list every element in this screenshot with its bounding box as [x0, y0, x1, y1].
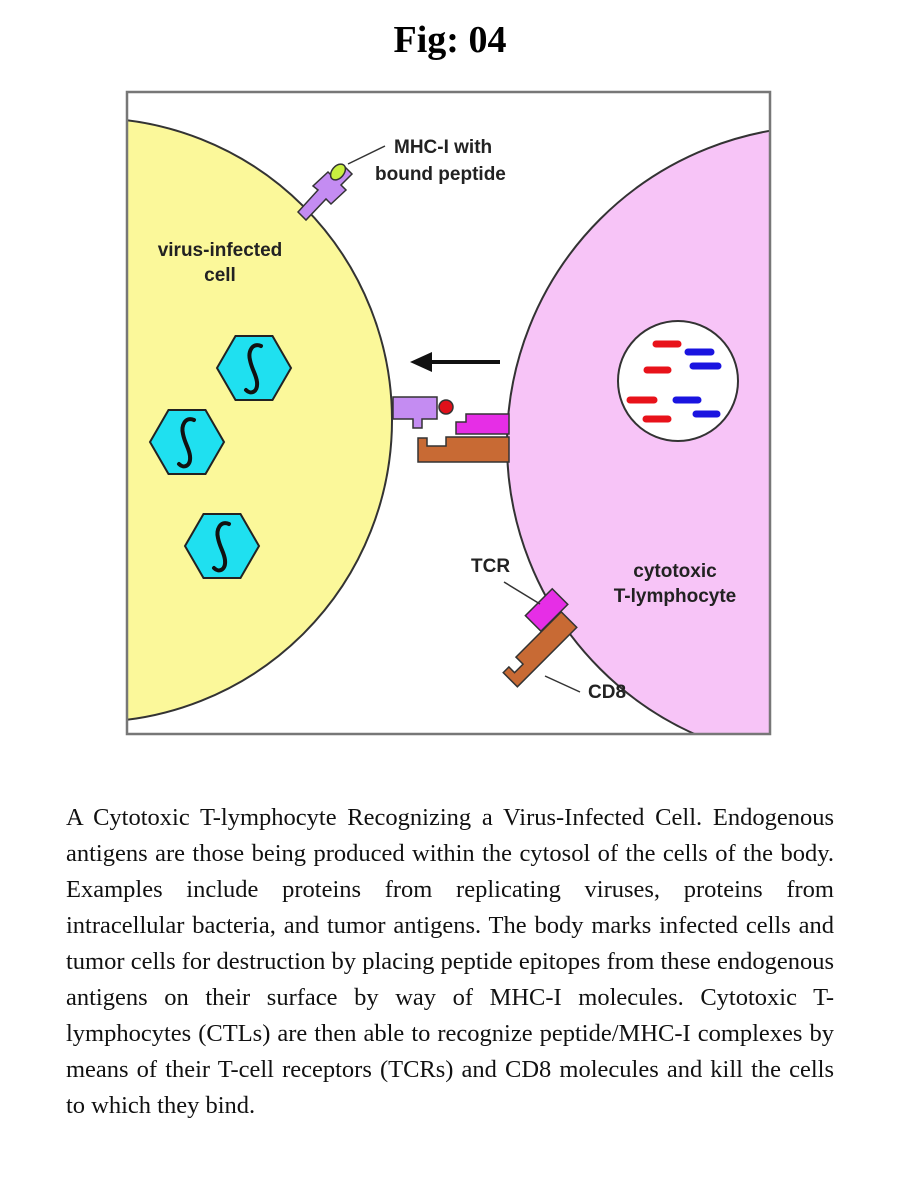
- mhc-label-line1: MHC-I with: [394, 137, 492, 158]
- cd8-label: CD8: [588, 682, 626, 703]
- diagram: MHC-I with bound peptide virus-infected …: [125, 90, 772, 736]
- tcr-label: TCR: [471, 556, 510, 577]
- virus-cell-label-line1: virus-infected: [158, 240, 283, 261]
- cd8-coreceptor-lower: [502, 610, 578, 688]
- diagram-border: [125, 90, 772, 736]
- cd8-coreceptor-center: [417, 436, 510, 463]
- mhc-label-line2: bound peptide: [375, 164, 506, 185]
- tcr-label-pointer: [503, 581, 541, 605]
- ctl-nucleus: [617, 320, 739, 442]
- mhc-i-surface-molecule: [296, 163, 354, 222]
- mhc-i-peptide-complex: [392, 396, 454, 429]
- ctl-label-line2: T-lymphocyte: [614, 586, 736, 607]
- figure-title: Fig: 04: [393, 19, 507, 61]
- nucleus-markers: [626, 340, 722, 423]
- mhc-label-pointer: [347, 145, 386, 165]
- cd8-label-pointer: [544, 675, 581, 693]
- virus-infected-cell: [127, 119, 393, 721]
- figure-caption: A Cytotoxic T-lymphocyte Recognizing a V…: [66, 804, 834, 1119]
- direction-arrow: [410, 352, 500, 372]
- bound-peptide: [438, 399, 454, 415]
- bound-peptide-small: [329, 163, 347, 181]
- ctl-label-line1: cytotoxic: [633, 561, 717, 582]
- virus-cell-label-line2: cell: [204, 265, 236, 286]
- tcr-receptor-center: [455, 413, 510, 435]
